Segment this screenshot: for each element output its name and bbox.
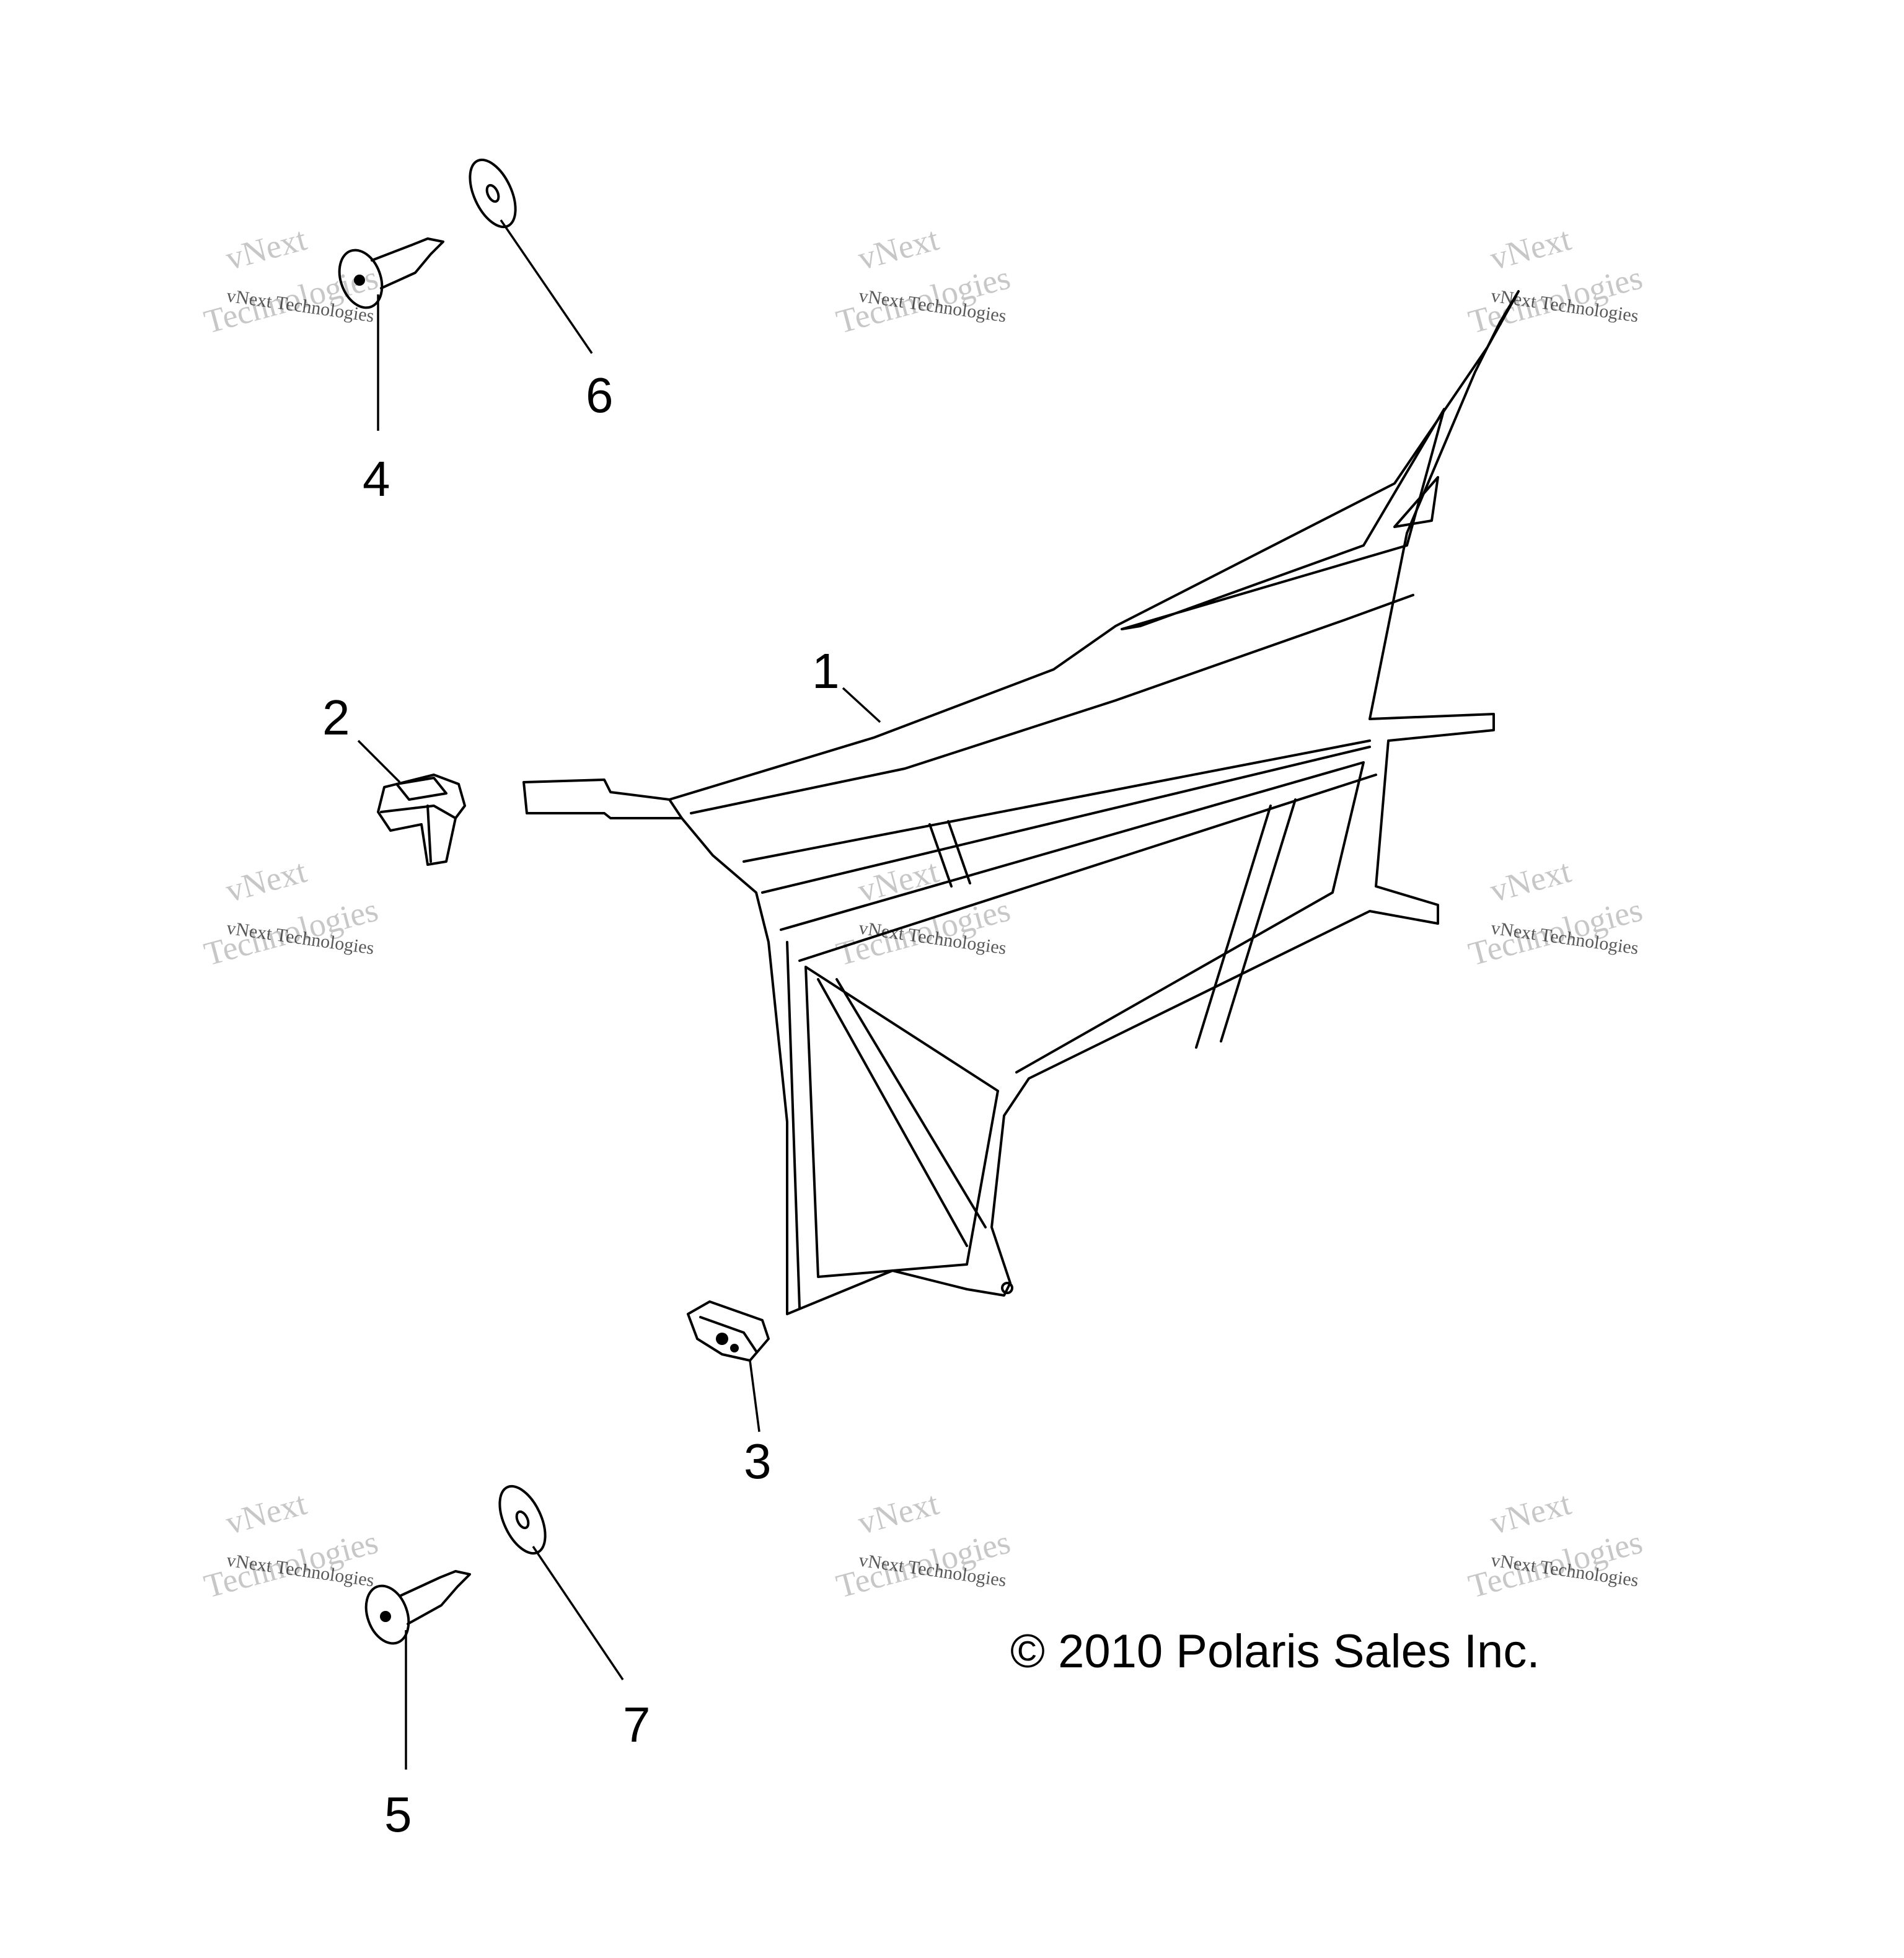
copyright-notice: © 2010 Polaris Sales Inc. — [1010, 1625, 1540, 1678]
frame-lower-panel-inner — [804, 966, 999, 1278]
frame-upper-small-gusset — [1393, 476, 1439, 528]
svg-text:vNext: vNext — [854, 220, 943, 277]
frame-mid-rail-upper — [743, 739, 1371, 863]
svg-text:vNext: vNext — [222, 220, 311, 277]
callouts: 1 2 3 4 5 6 7 — [322, 368, 840, 1842]
leader-line-3 — [749, 1360, 760, 1432]
leader-line-2 — [357, 739, 401, 783]
frame-diagonal-strut — [1195, 798, 1297, 1049]
callout-5: 5 — [384, 1787, 412, 1842]
clip-part — [377, 774, 466, 866]
leader-line-6 — [500, 219, 593, 354]
svg-text:vNext: vNext — [222, 1484, 311, 1541]
frame-mid-rail-4 — [798, 774, 1377, 962]
callout-6: 6 — [586, 368, 614, 423]
frame-mid-rail-lower — [761, 746, 1371, 894]
watermark: vNext Technologies vNext Technologies — [1465, 852, 1646, 973]
latch-part — [687, 1300, 770, 1362]
callout-1: 1 — [812, 643, 840, 699]
callout-2: 2 — [322, 690, 350, 745]
watermark: vNext Technologies vNext Technologies — [200, 852, 382, 973]
watermark: vNext Technologies vNext Technologies — [200, 1484, 382, 1605]
frame-stub-tube — [522, 778, 683, 819]
screw-part-upper — [338, 237, 444, 309]
leader-lines — [357, 219, 881, 1770]
leader-line-7 — [532, 1546, 624, 1680]
watermark: vNext Technologies vNext Technologies — [832, 220, 1014, 341]
svg-text:vNext: vNext — [1486, 220, 1575, 277]
frame-top-rail — [668, 290, 1520, 1315]
svg-text:vNext: vNext — [1486, 852, 1575, 909]
leader-line-1 — [842, 687, 881, 723]
watermark-group: vNext Technologies vNext Technologies vN… — [200, 220, 1646, 1605]
watermark: vNext Technologies vNext Technologies — [832, 1484, 1014, 1605]
washer-part-upper — [469, 158, 517, 229]
svg-text:vNext: vNext — [222, 852, 311, 909]
watermark: vNext Technologies vNext Technologies — [1465, 1484, 1646, 1605]
watermark: vNext Technologies vNext Technologies — [1465, 220, 1646, 341]
frame-mount-hole — [1001, 1282, 1013, 1294]
frame-lower-panel-diagonal — [817, 978, 987, 1247]
frame-short-strut — [928, 820, 971, 888]
callout-4: 4 — [363, 451, 390, 506]
screw-part-lower — [364, 1570, 471, 1645]
frame-lower-panel-outer — [786, 941, 801, 1309]
svg-text:vNext: vNext — [1486, 1484, 1575, 1541]
svg-text:vNext: vNext — [854, 1484, 943, 1541]
frame-upper-gusset — [1121, 408, 1445, 630]
washer-part-lower — [498, 1484, 547, 1555]
frame-inner-top-chord — [690, 594, 1414, 814]
callout-7: 7 — [623, 1697, 651, 1752]
frame-mid-rail-3 — [780, 761, 1365, 1074]
callout-3: 3 — [744, 1434, 772, 1489]
door-frame-part — [522, 290, 1520, 1315]
